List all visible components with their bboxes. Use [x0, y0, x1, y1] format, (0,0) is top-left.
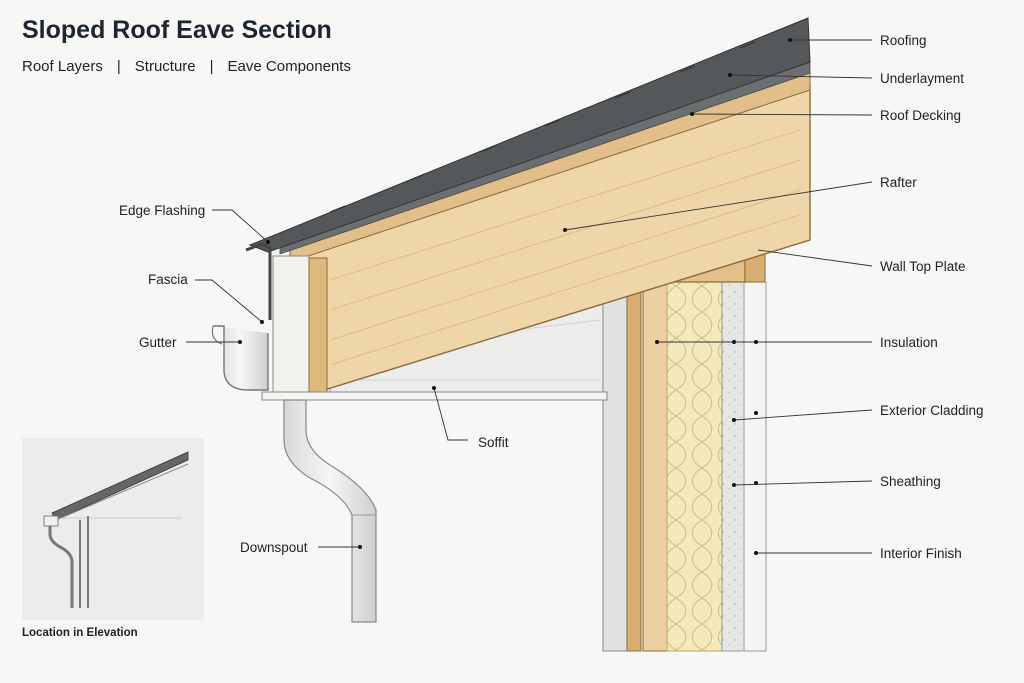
- subtitle-tabs: Roof Layers | Structure | Eave Component…: [22, 58, 351, 75]
- label-sheathing: Sheathing: [880, 474, 941, 489]
- label-rafter: Rafter: [880, 175, 917, 190]
- tab-structure[interactable]: Structure: [134, 58, 196, 75]
- wall-stud-outer: [626, 254, 642, 652]
- label-insulation: Insulation: [880, 335, 938, 350]
- tab-eave-components[interactable]: Eave Components: [227, 58, 351, 75]
- label-downspout: Downspout: [240, 540, 308, 555]
- tab-roof-layers[interactable]: Roof Layers: [22, 58, 103, 75]
- label-fascia: Fascia: [148, 272, 188, 287]
- wall-stud: [642, 254, 668, 652]
- label-interior-finish: Interior Finish: [880, 546, 962, 561]
- label-underlayment: Underlayment: [880, 71, 964, 86]
- sheathing-panel: [721, 281, 745, 652]
- insulation-batt: [666, 281, 723, 652]
- tab-separator: |: [116, 58, 121, 75]
- label-roof-decking: Roof Decking: [880, 108, 961, 123]
- page-title: Sloped Roof Eave Section: [22, 16, 332, 44]
- exterior-cladding: [602, 284, 628, 652]
- inset-caption: Location in Elevation: [22, 627, 138, 639]
- downspout-pipe: [283, 399, 377, 623]
- gutter-profile: [213, 325, 269, 391]
- roof-shingles: [248, 17, 811, 253]
- label-exterior-cladding: Exterior Cladding: [880, 403, 984, 418]
- edge-flashing-strip: [245, 242, 272, 320]
- label-soffit: Soffit: [478, 435, 509, 450]
- label-wall-top-plate: Wall Top Plate: [880, 259, 966, 274]
- fascia-board: [272, 255, 310, 395]
- label-gutter: Gutter: [139, 335, 177, 350]
- label-roofing: Roofing: [880, 33, 927, 48]
- label-edge-flashing: Edge Flashing: [119, 203, 205, 218]
- elevation-sketch: [43, 451, 189, 608]
- elevation-inset: [22, 438, 204, 620]
- tab-separator: |: [209, 58, 214, 75]
- interior-finish-panel: [743, 281, 767, 652]
